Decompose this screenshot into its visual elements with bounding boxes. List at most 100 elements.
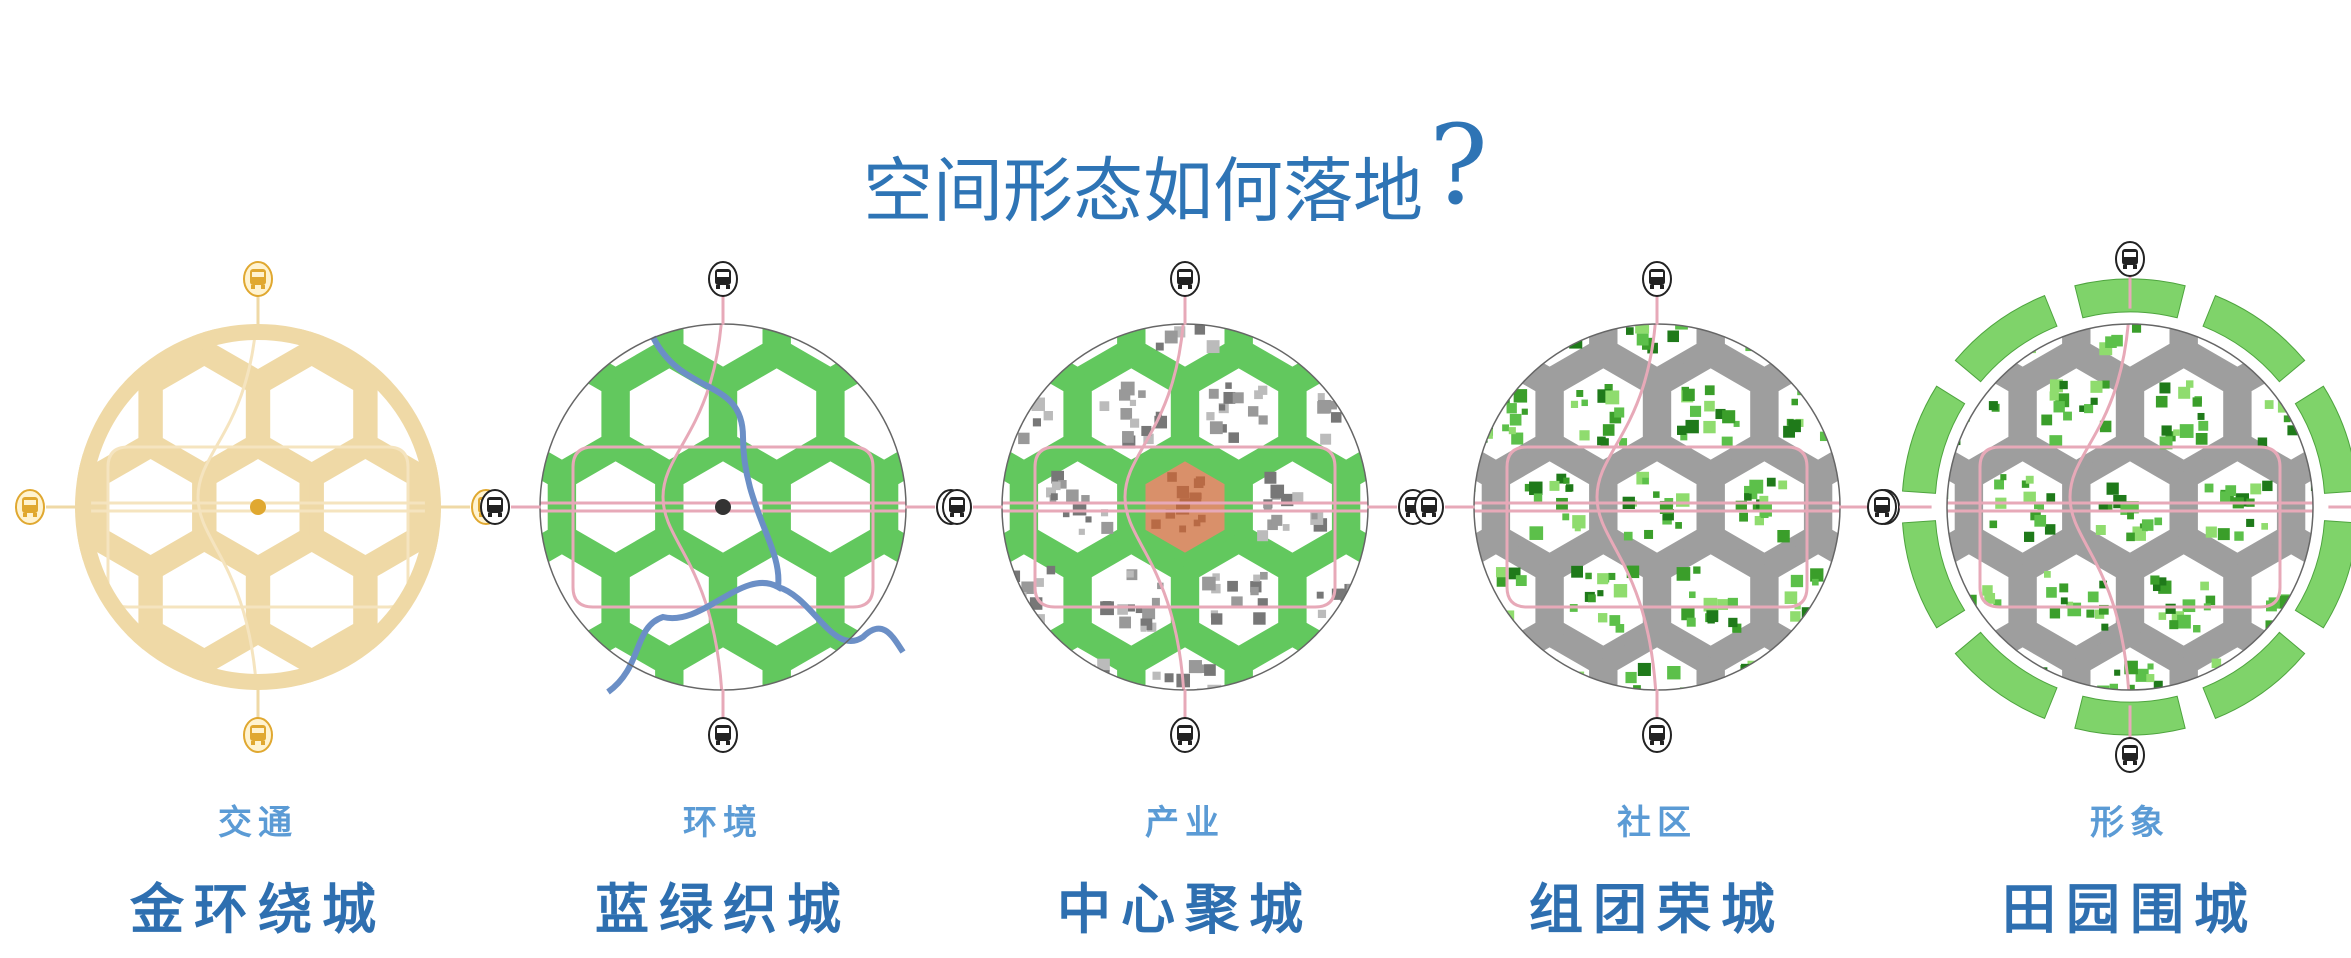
building-block [1298,690,1305,697]
bus-wheel [1422,513,1426,517]
building-block [1838,411,1840,422]
building-block [1271,514,1283,526]
building-block [1474,602,1479,614]
building-block [1084,703,1096,715]
building-block [1597,590,1604,597]
building-block [1988,401,1998,411]
building-block [1369,416,1378,425]
building-block [1141,425,1152,436]
building-block [2262,480,2273,492]
building-block [1497,392,1510,405]
building-block [1994,285,2006,297]
building-block [1257,682,1269,690]
building-block [1080,673,1090,684]
building-block [2211,658,2222,669]
building-block [1788,419,1801,433]
building-block [1225,382,1232,389]
building-block [1628,301,1635,308]
building-block [1757,295,1768,306]
bus-window [717,272,729,277]
building-block [1689,591,1696,599]
building-block [1081,495,1090,504]
building-block [1066,302,1078,314]
building-block [1990,306,2000,316]
building-block [1427,475,1433,481]
building-block [1749,300,1755,306]
building-block [1085,516,1092,523]
rail-line [196,324,260,690]
building-block [1739,694,1753,708]
building-block [1359,422,1368,431]
hex-cell [256,537,368,663]
building-block [2059,583,2069,593]
building-block [1667,330,1679,343]
building-block [1547,347,1554,354]
building-block [1602,424,1615,436]
building-block [1677,696,1689,708]
building-block [2198,420,2209,431]
building-block [2046,493,2056,502]
building-block [1682,388,1695,402]
building-block [2155,395,2168,408]
concept-name: 中心聚城 [1057,878,1313,941]
building-block [1057,313,1067,323]
bus-window [1423,500,1435,505]
building-block [1572,515,1586,529]
building-block [1529,481,1543,496]
building-block [1188,660,1202,674]
building-block [2197,412,2205,420]
building-block [1947,486,1949,500]
bus-wheel [1885,513,1889,517]
building-block [1297,700,1310,713]
bus-icon [15,489,45,525]
building-block [2099,580,2108,589]
building-block [2249,288,2258,297]
bus-wheel [1178,285,1182,289]
hex-cell [1965,442,2081,572]
building-block [1703,597,1718,612]
building-block [1099,401,1110,412]
hex-cell [540,442,566,572]
building-block [1140,618,1153,631]
building-block [1258,385,1268,395]
hex-cell [719,349,835,479]
building-block [1356,611,1368,624]
concept-name: 蓝绿织城 [595,878,851,941]
building-block [1274,701,1281,708]
building-block [1282,289,1296,303]
building-block [2046,587,2057,598]
bus-wheel [33,513,37,517]
building-block [1570,400,1579,408]
building-block [1984,592,1996,604]
bus-wheel [950,513,954,517]
building-block [2278,595,2292,609]
building-block [1122,431,1134,443]
building-block [1673,710,1685,722]
bus-icon [243,261,273,297]
building-block [1060,700,1070,710]
building-block [1635,324,1650,334]
concept-diagram-environment [480,261,966,753]
building-block [1320,433,1332,445]
building-block [1515,575,1527,587]
building-block [1253,612,1266,625]
building-block [2041,414,2053,426]
building-block [1544,705,1553,714]
question-mark: ? [1429,101,1488,229]
building-block [2169,620,2179,630]
building-block [1574,525,1581,532]
bus-icon [1414,489,1444,525]
hex-cell [1492,628,1608,690]
building-block [1609,411,1622,424]
building-block [1284,292,1296,304]
hex-cell [256,351,368,477]
building-block [1120,408,1133,420]
building-block [1299,685,1314,690]
building-block [1367,576,1368,584]
building-block [1638,664,1648,674]
building-block [1308,338,1316,346]
building-block [1619,438,1628,447]
building-block [981,528,991,538]
building-block [1417,524,1426,533]
building-block [2095,525,2106,535]
